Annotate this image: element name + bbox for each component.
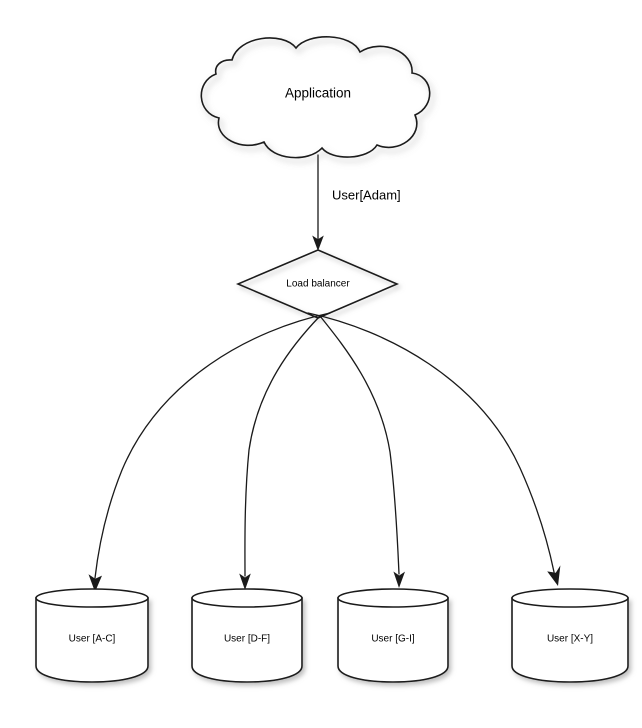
node-load-balancer[interactable]: Load balancer <box>235 249 400 319</box>
database-icon-body-1 <box>191 597 303 683</box>
cloud-icon <box>200 36 431 159</box>
arrowhead-lb-db-0 <box>88 574 102 592</box>
database-icon-body-3 <box>511 597 629 683</box>
database-icon-top-1 <box>191 588 303 608</box>
node-database-3[interactable]: User [X-Y] <box>511 588 629 683</box>
database-icon-top-2 <box>337 588 449 608</box>
edges-loadbalancer-to-databases <box>88 312 561 592</box>
database-icon-top-3 <box>511 588 629 608</box>
node-database-2[interactable]: User [G-I] <box>337 588 449 683</box>
database-icon-body-2 <box>337 597 449 683</box>
edge-lb-to-db-1 <box>244 315 321 577</box>
edge-lb-to-db-3 <box>307 312 555 573</box>
edge-label-user-adam: User[Adam] <box>332 187 401 202</box>
arrowhead-app-lb <box>312 235 324 251</box>
edge-lb-to-db-0 <box>94 312 331 579</box>
node-label-load-balancer: Load balancer <box>286 279 350 290</box>
node-label-database-2: User [G-I] <box>371 634 415 645</box>
edge-lb-to-db-2 <box>319 315 400 575</box>
node-application[interactable]: Application <box>200 36 431 159</box>
database-icon-body-0 <box>35 597 149 683</box>
database-icon-top-0 <box>35 588 149 608</box>
arrowhead-lb-db-1 <box>239 573 251 590</box>
node-database-0[interactable]: User [A-C] <box>35 588 149 683</box>
node-label-application: Application <box>285 86 351 101</box>
arrowhead-lb-db-3 <box>547 565 561 586</box>
arrowhead-lb-db-2 <box>393 571 405 588</box>
node-label-database-1: User [D-F] <box>224 634 270 645</box>
node-database-1[interactable]: User [D-F] <box>191 588 303 683</box>
node-label-database-0: User [A-C] <box>69 634 116 645</box>
edge-app-to-loadbalancer: User[Adam] <box>312 154 401 251</box>
node-label-database-3: User [X-Y] <box>547 634 593 645</box>
